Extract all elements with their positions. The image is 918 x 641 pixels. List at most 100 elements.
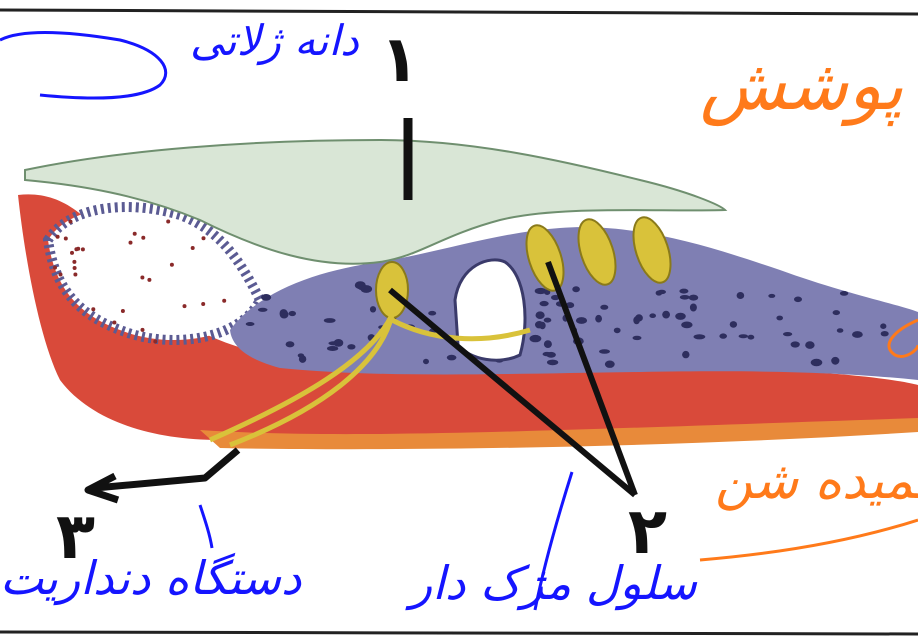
cell-nucleus (69, 220, 73, 224)
cell-nucleus (280, 309, 288, 317)
cell-nucleus (53, 266, 57, 270)
cell-nucleus (681, 322, 692, 329)
cell-nucleus (544, 340, 552, 348)
cell-nucleus (64, 237, 68, 241)
cell-nucleus (201, 302, 205, 306)
cell-nucleus (730, 321, 737, 328)
frame-bottom (0, 632, 918, 634)
cell-nucleus (831, 357, 839, 365)
cell-nucleus (768, 294, 775, 298)
cell-nucleus (153, 340, 157, 344)
cell-nucleus (370, 306, 376, 312)
cell-nucleus (633, 336, 642, 340)
cell-nucleus (261, 294, 271, 301)
label-one: ۱ (380, 28, 419, 92)
cell-nucleus (202, 236, 206, 240)
cell-nucleus (133, 232, 137, 236)
cell-nucleus (811, 359, 823, 366)
cell-nucleus (324, 318, 336, 323)
cell-nucleus (286, 341, 295, 347)
cell-nucleus (748, 335, 755, 340)
blue-stroke-2 (200, 505, 212, 548)
cell-nucleus (72, 260, 76, 264)
annotation-membrane-top: پوشش (700, 50, 904, 120)
cell-nucleus (680, 295, 690, 300)
cell-nucleus (719, 333, 727, 338)
cell-nucleus (334, 339, 344, 347)
orange-underline (700, 520, 918, 560)
cell-nucleus (73, 266, 77, 270)
annotation-membrane-mid: حمیده شن (715, 455, 918, 507)
cell-nucleus (246, 322, 255, 326)
cell-nucleus (690, 304, 697, 312)
cell-nucleus (614, 328, 621, 334)
annotation-hair-cell-left: دانه ژلاتی (190, 20, 359, 62)
label-two: ۲ (628, 500, 667, 564)
cell-nucleus (141, 328, 145, 332)
cell-nucleus (805, 341, 814, 349)
cell-nucleus (833, 310, 840, 315)
cell-nucleus (737, 292, 745, 299)
cell-nucleus (535, 321, 544, 328)
cell-nucleus (739, 334, 748, 338)
blue-annotation-loop (0, 33, 166, 98)
cell-nucleus (852, 331, 863, 338)
cell-nucleus (837, 328, 844, 333)
cell-nucleus (170, 263, 174, 267)
cell-nucleus (656, 290, 663, 295)
cell-nucleus (881, 331, 889, 336)
cell-nucleus (121, 309, 125, 313)
cell-nucleus (81, 247, 85, 251)
cell-nucleus (543, 352, 552, 356)
cell-nucleus (576, 317, 587, 324)
cell-nucleus (633, 316, 640, 324)
cell-nucleus (605, 361, 615, 368)
cell-nucleus (112, 321, 116, 325)
cell-nucleus (258, 308, 268, 312)
cell-nucleus (776, 316, 783, 321)
cell-nucleus (74, 247, 78, 251)
cell-nucleus (91, 307, 95, 311)
cell-nucleus (298, 353, 304, 357)
cell-nucleus (56, 235, 60, 239)
cell-nucleus (547, 360, 558, 366)
cell-nucleus (675, 313, 686, 320)
cell-nucleus (140, 276, 144, 280)
cell-nucleus (544, 318, 552, 323)
cell-nucleus (540, 301, 549, 306)
cell-nucleus (447, 355, 457, 361)
cell-nucleus (327, 346, 338, 351)
cell-nucleus (662, 311, 670, 319)
cell-nucleus (222, 299, 226, 303)
cell-nucleus (600, 305, 608, 310)
cell-nucleus (599, 349, 610, 354)
cell-nucleus (783, 332, 792, 336)
cell-nucleus (70, 251, 74, 255)
annotation-nerve-fiber: دستگاه دنداریت (0, 555, 301, 601)
cell-nucleus (535, 288, 547, 294)
cell-nucleus (73, 273, 77, 277)
cell-nucleus (530, 335, 542, 342)
cell-nucleus (536, 311, 545, 319)
cell-nucleus (649, 313, 656, 318)
cell-nucleus (347, 344, 355, 349)
cell-nucleus (572, 286, 580, 292)
frame-top (0, 10, 918, 14)
cell-nucleus (880, 323, 886, 329)
cell-nucleus (59, 273, 63, 277)
cell-nucleus (679, 289, 688, 294)
annotation-hair-cells: سلول مژک دار (410, 560, 697, 606)
cell-nucleus (791, 341, 800, 347)
cell-nucleus (141, 236, 145, 240)
cell-nucleus (423, 359, 429, 364)
cell-nucleus (355, 281, 366, 289)
cell-nucleus (183, 304, 187, 308)
cell-nucleus (191, 246, 195, 250)
cell-nucleus (147, 278, 151, 282)
cell-nucleus (794, 297, 802, 303)
cell-nucleus (166, 220, 170, 224)
cell-nucleus (689, 295, 698, 301)
cell-nucleus (595, 315, 602, 323)
cell-nucleus (682, 351, 689, 358)
